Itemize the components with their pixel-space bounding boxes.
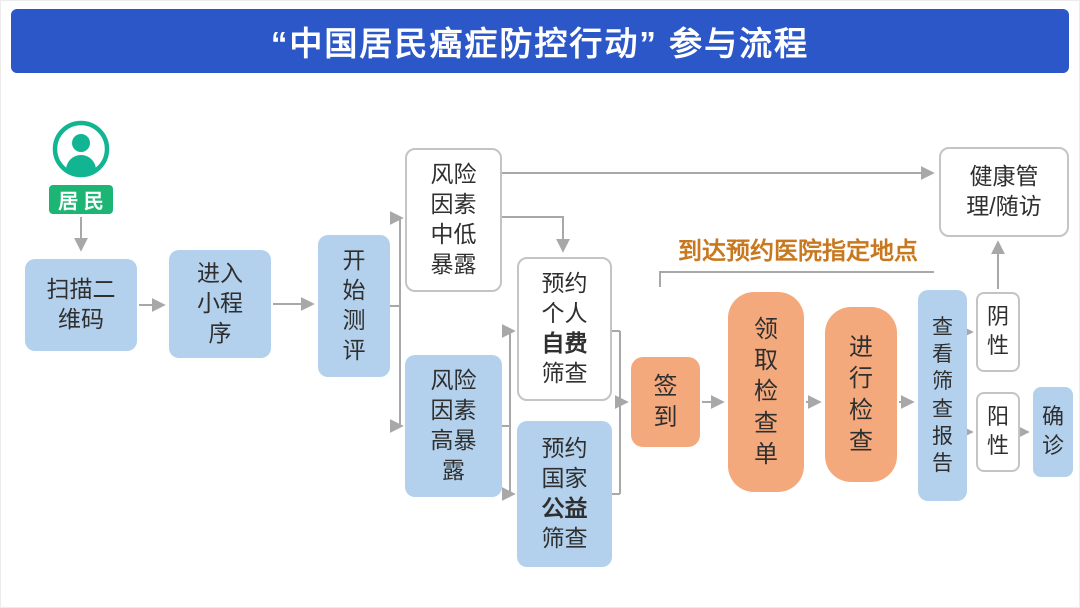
node-view-report-label: 查 看 筛 查 报 告 xyxy=(932,315,953,476)
node-start-assessment: 开 始 测 评 xyxy=(318,235,390,377)
resident-label: 居 民 xyxy=(49,185,113,214)
node-get-checklist: 领 取 检 查 单 xyxy=(728,292,804,492)
label-pre: 预约 国家 xyxy=(541,435,588,492)
node-scan-qr: 扫描二 维码 xyxy=(25,259,137,351)
label-bold: 自费 xyxy=(541,330,588,356)
node-health-management-label: 健康管 理/随访 xyxy=(966,163,1042,219)
node-negative: 阴 性 xyxy=(976,292,1020,372)
node-sign-in: 签 到 xyxy=(631,357,700,447)
resident-avatar-icon xyxy=(51,119,111,179)
node-book-self-paid: 预约 个人 自费 筛查 xyxy=(517,257,612,401)
node-do-exam: 进 行 检 查 xyxy=(825,307,897,482)
label-pre: 预约 个人 xyxy=(541,270,588,327)
wire-bookings-merge xyxy=(612,330,621,495)
page-title: “中国居民癌症防控行动” 参与流程 xyxy=(11,9,1069,73)
hospital-location-note: 到达预约医院指定地点 xyxy=(678,238,918,265)
node-confirm-label: 确 诊 xyxy=(1041,404,1064,458)
node-book-self-paid-label: 预约 个人 自费 筛查 xyxy=(542,269,588,389)
node-health-management: 健康管 理/随访 xyxy=(939,147,1069,237)
person-icon xyxy=(52,120,110,178)
node-scan-qr-label: 扫描二 维码 xyxy=(46,276,116,332)
node-book-public: 预约 国家 公益 筛查 xyxy=(517,421,612,567)
node-do-exam-label: 进 行 检 查 xyxy=(849,334,873,455)
wire-start-branch xyxy=(390,218,401,426)
wire-risk-high-split xyxy=(502,331,511,494)
node-risk-low-exposure: 风险 因素 中低 暴露 xyxy=(405,148,502,292)
bracket-hospital-section xyxy=(659,271,934,287)
node-negative-label: 阴 性 xyxy=(986,304,1009,358)
label-bold: 公益 xyxy=(541,495,588,521)
node-risk-high-label: 风险 因素 高暴 露 xyxy=(430,367,477,483)
node-view-report: 查 看 筛 查 报 告 xyxy=(918,290,967,501)
node-positive: 阳 性 xyxy=(976,392,1020,472)
arrow-risk-low-to-self-paid xyxy=(502,216,570,253)
node-sign-in-label: 签 到 xyxy=(653,372,678,431)
node-enter-miniprogram-label: 进入 小程 序 xyxy=(197,260,243,346)
node-risk-high-exposure: 风险 因素 高暴 露 xyxy=(405,355,502,497)
label-post: 筛查 xyxy=(541,359,588,386)
node-positive-label: 阳 性 xyxy=(986,404,1009,458)
node-confirm-diagnosis: 确 诊 xyxy=(1033,387,1073,477)
node-enter-miniprogram: 进入 小程 序 xyxy=(169,250,271,358)
node-start-assessment-label: 开 始 测 评 xyxy=(342,247,366,363)
node-risk-low-label: 风险 因素 中低 暴露 xyxy=(430,161,477,277)
label-post: 筛查 xyxy=(541,524,588,551)
node-get-checklist-label: 领 取 检 查 单 xyxy=(754,316,778,468)
node-book-public-label: 预约 国家 公益 筛查 xyxy=(542,434,588,554)
